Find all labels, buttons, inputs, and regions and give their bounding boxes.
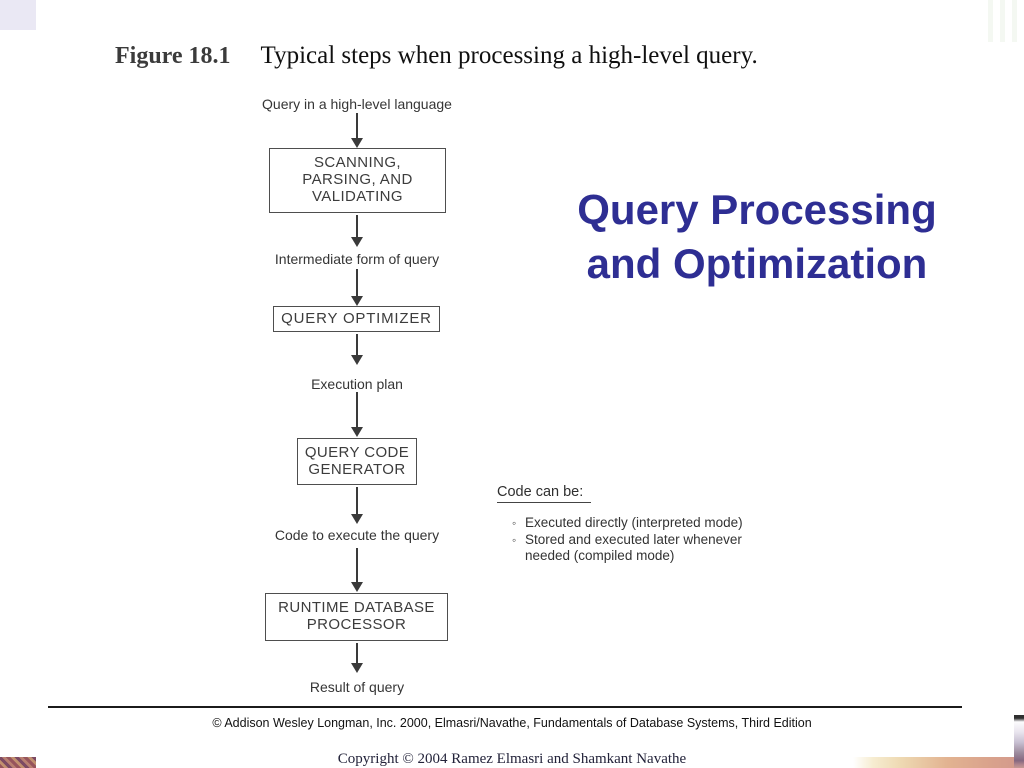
- publisher-credit: © Addison Wesley Longman, Inc. 2000, Elm…: [212, 716, 812, 730]
- sunset-band-decoration: [853, 757, 1024, 768]
- down-arrow-icon: [351, 392, 363, 437]
- copyright-notice: Copyright © 2004 Ramez Elmasri and Shamk…: [337, 751, 687, 767]
- stage-label-query-input: Query in a high-level language: [262, 96, 452, 112]
- box-line: SCANNING,: [314, 154, 401, 172]
- down-arrow-icon: [351, 548, 363, 592]
- box-query-code-generator: QUERY CODE GENERATOR: [297, 438, 417, 485]
- main-heading-line1: Query Processing: [577, 186, 937, 233]
- box-query-optimizer: QUERY OPTIMIZER: [273, 306, 440, 332]
- down-arrow-icon: [351, 643, 363, 673]
- slide-title: Figure 18.1 Typical steps when processin…: [115, 42, 758, 70]
- note-text: Executed directly (interpreted mode): [525, 515, 743, 530]
- list-item: ◦ Executed directly (interpreted mode): [512, 515, 758, 532]
- box-scanning-parsing-validating: SCANNING, PARSING, AND VALIDATING: [269, 148, 446, 213]
- footer-divider: [48, 706, 962, 708]
- circle-bullet-icon: ◦: [512, 516, 517, 530]
- main-heading-line2: and Optimization: [586, 239, 928, 287]
- stage-label-execution-plan: Execution plan: [311, 376, 403, 392]
- box-runtime-database-processor: RUNTIME DATABASE PROCESSOR: [265, 593, 448, 641]
- box-line: PROCESSOR: [306, 616, 407, 633]
- figure-caption: Typical steps when processing a high-lev…: [260, 42, 758, 69]
- box-line: PARSING, AND: [302, 171, 413, 189]
- circle-bullet-icon: ◦: [512, 532, 517, 547]
- down-arrow-icon: [351, 113, 363, 148]
- corner-decoration-topleft: [0, 0, 36, 30]
- stage-label-result-of-query: Result of query: [309, 679, 405, 695]
- notes-heading-text: Code can be:: [497, 484, 592, 503]
- box-line: RUNTIME DATABASE: [278, 599, 435, 617]
- box-line: QUERY CODE: [304, 443, 410, 461]
- note-text: Stored and executed later whenever neede…: [525, 531, 742, 564]
- main-heading: Query Processing and Optimization: [552, 183, 962, 291]
- right-edge-strip-decoration: [1014, 715, 1024, 768]
- list-item: ◦ Stored and executed later whenever nee…: [512, 532, 758, 565]
- box-line: VALIDATING: [312, 187, 403, 205]
- down-arrow-icon: [351, 269, 363, 306]
- box-line: GENERATOR: [308, 460, 406, 478]
- notes-heading: Code can be:: [497, 484, 592, 503]
- corner-decoration-topright: [988, 0, 1024, 42]
- down-arrow-icon: [351, 334, 363, 365]
- down-arrow-icon: [351, 215, 363, 247]
- corner-decoration-bottomleft: [0, 757, 36, 768]
- figure-label: Figure 18.1: [115, 43, 231, 69]
- down-arrow-icon: [351, 487, 363, 524]
- stage-label-intermediate-form: Intermediate form of query: [274, 251, 440, 267]
- notes-list: ◦ Executed directly (interpreted mode) ◦…: [512, 515, 758, 565]
- box-line: QUERY OPTIMIZER: [281, 309, 432, 327]
- stage-label-code-to-execute: Code to execute the query: [274, 527, 440, 543]
